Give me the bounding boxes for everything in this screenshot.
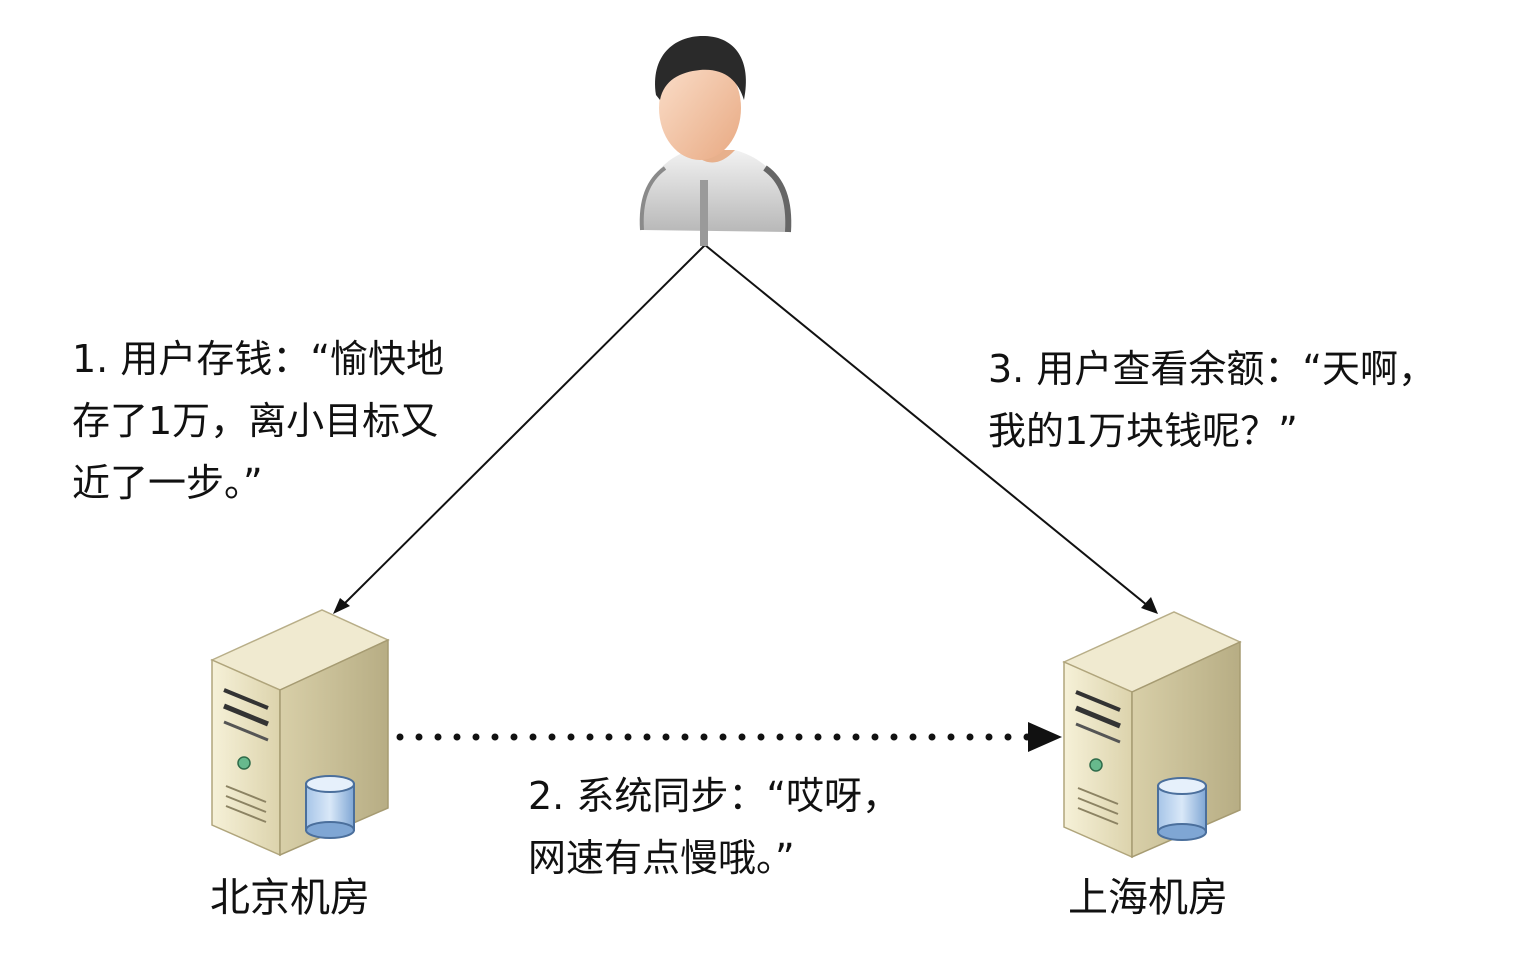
- arrowhead-beijing: [333, 598, 350, 614]
- sync-arrowhead: [1028, 722, 1062, 752]
- step2-line-1: 2. 系统同步：“哎呀，: [528, 774, 901, 818]
- user-avatar-icon: [639, 35, 792, 246]
- step3-line-1: 3. 用户查看余额：“天啊，: [988, 347, 1437, 391]
- step3-caption: 3. 用户查看余额：“天啊， 我的1万块钱呢？”: [988, 338, 1436, 462]
- step1-line-3: 近了一步。”: [72, 461, 263, 505]
- beijing-datacenter-label: 北京机房: [210, 875, 370, 921]
- shanghai-datacenter-label: 上海机房: [1068, 875, 1228, 921]
- arrow-user-to-beijing: [337, 244, 706, 611]
- beijing-server-icon: [210, 609, 390, 857]
- step3-line-2: 我的1万块钱呢？”: [988, 409, 1298, 453]
- step1-line-2: 存了1万，离小目标又: [72, 399, 439, 443]
- step2-line-2: 网速有点慢哦。”: [528, 836, 795, 880]
- step1-line-1: 1. 用户存钱：“愉快地: [72, 337, 445, 381]
- step2-caption: 2. 系统同步：“哎呀， 网速有点慢哦。”: [528, 765, 900, 889]
- shanghai-server-icon: [1062, 611, 1242, 859]
- step1-caption: 1. 用户存钱：“愉快地 存了1万，离小目标又 近了一步。”: [72, 328, 444, 514]
- arrowhead-shanghai: [1141, 597, 1158, 614]
- arrow-user-to-shanghai: [704, 244, 1154, 611]
